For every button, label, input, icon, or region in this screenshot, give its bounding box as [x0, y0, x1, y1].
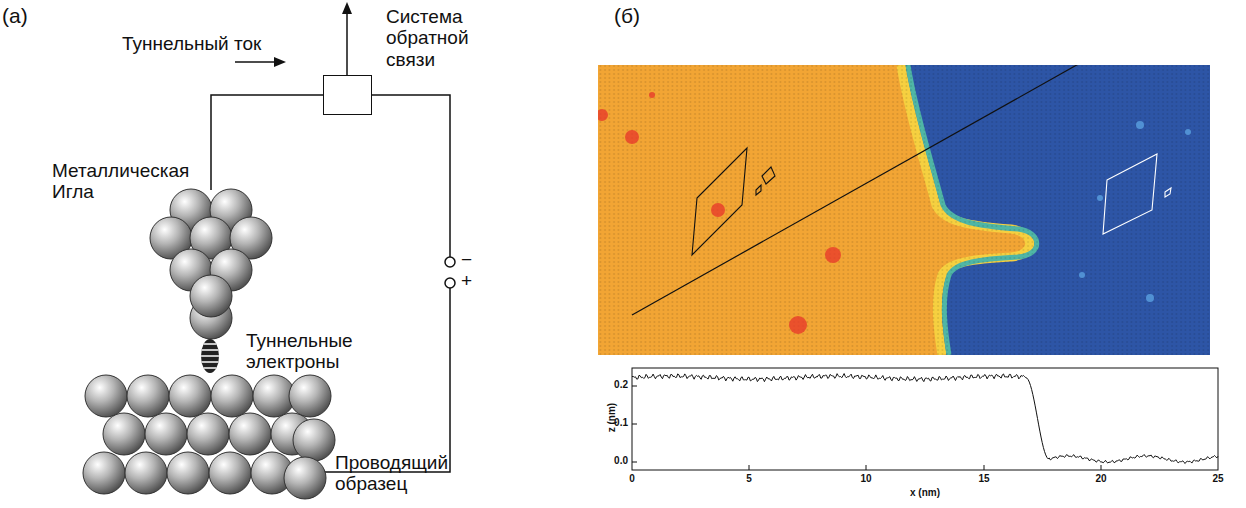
tip-label: Металлическая Игла	[52, 160, 189, 203]
feedback-box: Система обратной связи	[323, 75, 372, 115]
height-profile	[632, 374, 1218, 464]
tick-label: 0	[612, 473, 652, 484]
tick-label: 15	[964, 473, 1004, 484]
tick-label: 0.0	[598, 455, 628, 466]
profile-chart	[632, 368, 1218, 470]
electron-label: Туннельные электроны	[246, 330, 353, 373]
panel-label: (б)	[614, 4, 640, 28]
sample-atoms	[83, 375, 335, 499]
electron-cloud	[198, 339, 222, 373]
stm-image	[598, 65, 1210, 355]
terminal-sign: −	[461, 249, 472, 270]
axis-title: z (nm)	[606, 388, 617, 448]
panel-label: (а)	[2, 4, 28, 28]
current-arrow	[235, 57, 286, 67]
axis-title: x (nm)	[885, 487, 965, 498]
tick-label: 0.2	[598, 379, 628, 390]
tick-label: 10	[846, 473, 886, 484]
terminal-symbol	[445, 257, 455, 288]
output-arrow	[342, 2, 352, 75]
tick-label: 25	[1198, 473, 1238, 484]
terminal-sign: +	[461, 270, 472, 291]
current-label: Туннельный ток	[122, 33, 261, 54]
box-heading: Система обратной связи	[386, 6, 469, 70]
tick-label: 20	[1081, 473, 1121, 484]
tip-atoms	[150, 189, 272, 339]
circuit-wire	[211, 95, 450, 472]
sample-label: Проводящий образец	[335, 452, 448, 495]
tick-label: 5	[729, 473, 769, 484]
